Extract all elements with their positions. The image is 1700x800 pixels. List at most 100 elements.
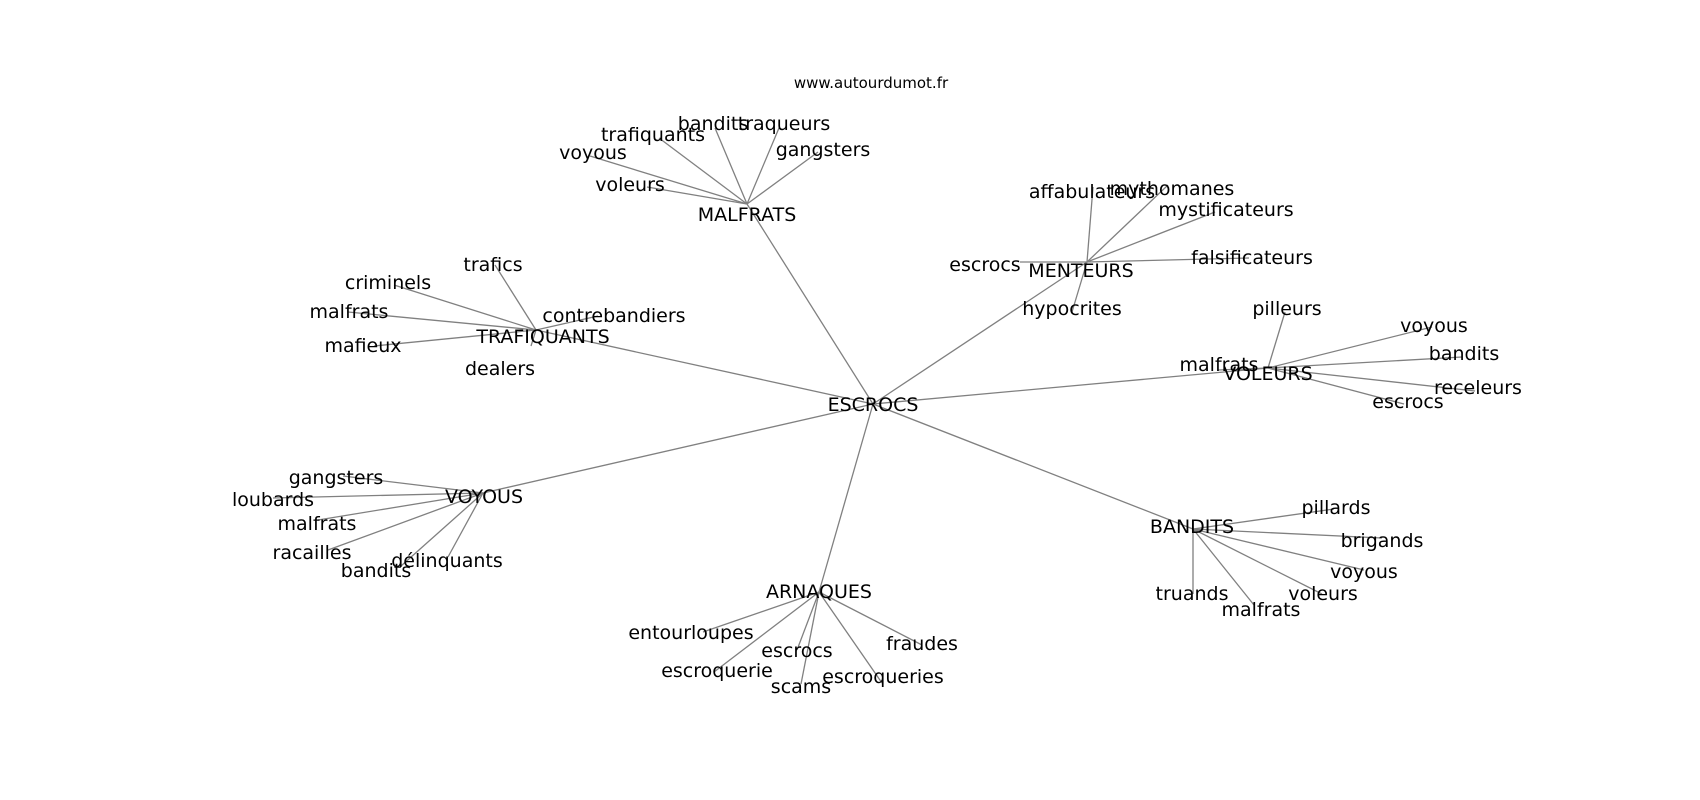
edge-voleurs-bandits xyxy=(1267,356,1463,369)
leaf-node-bandits-brigands: brigands xyxy=(1341,530,1424,552)
edge-trafiquants-contrebandiers xyxy=(535,315,599,331)
leaf-node-trafiquants-criminels: criminels xyxy=(345,272,431,294)
edge-root-voleurs xyxy=(872,367,1269,405)
leaf-node-trafiquants-trafics: trafics xyxy=(463,254,522,276)
root-node-label: ESCROCS xyxy=(828,394,919,416)
leaf-node-trafiquants-malfrats: malfrats xyxy=(310,301,389,323)
leaf-node-voyous-delinquants: délinquants xyxy=(391,550,503,572)
leaf-node-menteurs-affabulateurs: affabulateurs xyxy=(1029,181,1155,203)
edge-trafiquants-dealers xyxy=(530,329,537,347)
edge-trafiquants-criminels xyxy=(393,284,537,331)
leaf-node-arnaques-escroquerie: escroquerie xyxy=(661,660,773,682)
edge-root-malfrats xyxy=(746,203,874,405)
leaf-node-voyous-racailles: racailles xyxy=(273,542,352,564)
graph-edges xyxy=(272,127,1476,685)
edge-malfrats-trafiquants xyxy=(658,137,748,205)
edge-bandits-pillards xyxy=(1192,508,1335,530)
leaf-node-trafiquants-contrebandiers: contrebandiers xyxy=(542,305,685,327)
hub-node-voyous: VOYOUS xyxy=(445,486,523,508)
edge-malfrats-voleurs xyxy=(646,186,748,205)
leaf-node-malfrats-bandits: bandits xyxy=(678,113,748,135)
leaf-node-voleurs-receleurs: receleurs xyxy=(1434,377,1522,399)
leaf-node-bandits-voyous: voyous xyxy=(1330,561,1398,583)
edge-voyous-loubards xyxy=(272,492,484,499)
leaf-node-arnaques-escrocs: escrocs xyxy=(761,640,832,662)
edge-arnaques-scams xyxy=(800,591,820,685)
edge-arnaques-escrocs xyxy=(796,591,820,651)
edge-trafiquants-trafics xyxy=(494,264,537,331)
edge-trafiquants-malfrats xyxy=(347,311,537,331)
leaf-node-arnaques-escroqueries: escroqueries xyxy=(822,666,944,688)
leaf-node-voyous-gangsters: gangsters xyxy=(289,467,384,489)
edge-voleurs-pilleurs xyxy=(1267,311,1286,369)
leaf-node-voleurs-pilleurs: pilleurs xyxy=(1252,298,1321,320)
edge-menteurs-mythomanes xyxy=(1086,184,1169,263)
leaf-node-arnaques-scams: scams xyxy=(771,676,831,698)
edge-voyous-bandits xyxy=(400,492,484,567)
edge-bandits-voyous xyxy=(1192,528,1365,571)
leaf-node-malfrats-gangsters: gangsters xyxy=(776,139,871,161)
leaf-node-voleurs-bandits: bandits xyxy=(1429,343,1499,365)
edge-malfrats-bandits xyxy=(714,127,748,205)
edge-malfrats-traqueurs xyxy=(746,127,780,205)
edge-menteurs-affabulateurs xyxy=(1086,186,1094,263)
edge-menteurs-falsificateurs xyxy=(1086,257,1250,263)
hub-node-arnaques: ARNAQUES xyxy=(766,581,872,603)
hub-node-trafiquants: TRAFIQUANTS xyxy=(475,326,609,348)
edge-voyous-delinquants xyxy=(447,492,484,558)
leaf-node-menteurs-mythomanes: mythomanes xyxy=(1110,178,1235,200)
hub-node-malfrats: MALFRATS xyxy=(698,204,797,226)
edge-root-arnaques xyxy=(818,403,874,593)
edge-menteurs-hypocrites xyxy=(1071,261,1088,313)
leaf-node-trafiquants-dealers: dealers xyxy=(465,358,535,380)
leaf-node-arnaques-fraudes: fraudes xyxy=(886,633,958,655)
edge-voleurs-voyous xyxy=(1267,326,1433,369)
leaf-node-bandits-pillards: pillards xyxy=(1302,497,1371,519)
edge-arnaques-fraudes xyxy=(818,591,923,646)
leaf-node-voleurs-escrocs: escrocs xyxy=(1372,391,1443,413)
leaf-node-bandits-malfrats: malfrats xyxy=(1222,599,1301,621)
edge-arnaques-escroquerie xyxy=(713,591,820,673)
leaf-node-bandits-truands: truands xyxy=(1156,583,1229,605)
hub-node-voleurs: VOLEURS xyxy=(1223,363,1312,385)
edge-arnaques-escroqueries xyxy=(818,591,883,684)
edge-root-menteurs xyxy=(872,261,1088,405)
edge-voyous-gangsters xyxy=(342,475,484,494)
edge-menteurs-mystificateurs xyxy=(1086,211,1216,263)
edge-voleurs-escrocs xyxy=(1267,367,1405,405)
hub-node-menteurs: MENTEURS xyxy=(1028,260,1133,282)
leaf-node-voleurs-voyous: voyous xyxy=(1400,315,1468,337)
edge-trafiquants-mafieux xyxy=(373,329,537,347)
edge-voleurs-receleurs xyxy=(1267,367,1476,392)
leaf-node-malfrats-voyous: voyous xyxy=(559,142,627,164)
leaf-node-voleurs-malfrats: malfrats xyxy=(1180,354,1259,376)
leaf-node-voyous-malfrats: malfrats xyxy=(278,513,357,535)
leaf-node-menteurs-hypocrites: hypocrites xyxy=(1022,298,1122,320)
edge-malfrats-gangsters xyxy=(746,151,819,205)
edge-arnaques-entourloupes xyxy=(702,591,820,633)
edge-bandits-malfrats xyxy=(1192,528,1255,606)
leaf-node-malfrats-voleurs: voleurs xyxy=(595,174,665,196)
leaf-node-voyous-loubards: loubards xyxy=(232,489,314,511)
edge-malfrats-voyous xyxy=(589,155,748,205)
edge-root-voyous xyxy=(482,403,874,494)
edge-voleurs-malfrats xyxy=(1217,367,1269,371)
edge-root-bandits xyxy=(872,403,1194,530)
edge-bandits-voleurs xyxy=(1192,528,1323,595)
leaf-node-menteurs-falsificateurs: falsificateurs xyxy=(1191,247,1313,269)
leaf-node-trafiquants-mafieux: mafieux xyxy=(324,335,401,357)
leaf-node-malfrats-traqueurs: traqueurs xyxy=(738,113,830,135)
leaf-node-bandits-voleurs: voleurs xyxy=(1288,583,1358,605)
leaf-node-malfrats-trafiquants: trafiquants xyxy=(601,124,705,146)
edge-voyous-racailles xyxy=(327,492,484,551)
leaf-node-voyous-bandits: bandits xyxy=(341,560,411,582)
hub-node-bandits: BANDITS xyxy=(1150,516,1234,538)
leaf-node-arnaques-entourloupes: entourloupes xyxy=(628,622,753,644)
graph-labels: ESCROCSMALFRATSbanditstraqueurstrafiquan… xyxy=(232,113,1522,698)
edge-root-trafiquants xyxy=(535,329,874,405)
edge-bandits-brigands xyxy=(1192,528,1383,539)
edge-voyous-malfrats xyxy=(317,492,484,521)
source-url: www.autourdumot.fr xyxy=(794,74,949,92)
leaf-node-menteurs-mystificateurs: mystificateurs xyxy=(1158,199,1293,221)
